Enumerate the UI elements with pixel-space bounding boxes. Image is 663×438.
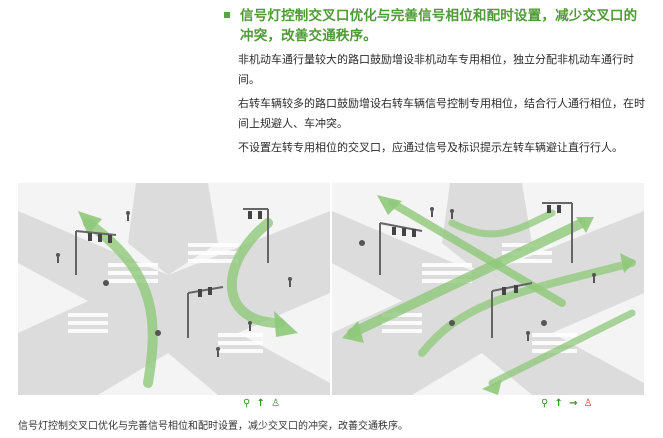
bullet-square-icon xyxy=(224,12,230,18)
paragraph-bicycle-phase: 非机动车通行量较大的路口鼓励增设非机动车专用相位，独立分配非机动车通行时间。 xyxy=(238,53,634,86)
left-legend: ⚲ ↑ ♙ xyxy=(243,398,283,410)
bike-icon: ⚲ xyxy=(243,398,251,409)
paragraph-left-turn-yield: 不设置左转专用相位的交叉口，应通过信号及标识提示左转车辆避让直行行人。 xyxy=(238,141,623,154)
section-heading: 信号灯控制交叉口优化与完善信号相位和配时设置，减少交叉口的冲突，改善交通秩序。 xyxy=(240,8,638,44)
figure-caption: 信号灯控制交叉口优化与完善信号相位和配时设置，减少交叉口的冲突，改善交通秩序。 xyxy=(18,421,408,432)
heading-line: 信号灯控制交叉口优化与完善信号相位和配时设置，减少交叉口的冲突，改善交通秩序。 xyxy=(224,6,644,46)
right-intersection-diagram xyxy=(332,183,644,395)
pedestrian-red-icon: ♙ xyxy=(583,398,593,409)
paragraph-right-turn-phase: 右转车辆较多的路口鼓励增设右转车辆信号控制专用相位，结合行人通行相位，在时间上规… xyxy=(238,97,645,130)
pedestrian-icon: ♙ xyxy=(271,398,281,409)
left-intersection-diagram xyxy=(18,183,330,395)
left-intersection-svg xyxy=(18,183,330,395)
heading-block: 信号灯控制交叉口优化与完善信号相位和配时设置，减少交叉口的冲突，改善交通秩序。 xyxy=(224,6,644,46)
right-arrow-icon: → xyxy=(569,398,578,409)
bike-icon: ⚲ xyxy=(541,398,549,409)
up-arrow-icon: ↑ xyxy=(554,398,563,409)
right-intersection-svg xyxy=(332,183,644,395)
up-arrow-icon: ↑ xyxy=(256,398,265,409)
right-legend: ⚲ ↑ → ♙ xyxy=(541,398,596,410)
